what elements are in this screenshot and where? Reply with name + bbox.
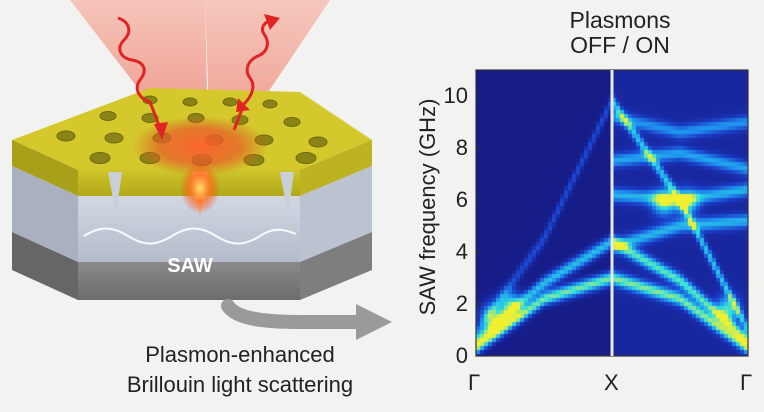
- y-tick-label: 2: [455, 291, 468, 316]
- outgoing-wavy-arrow-icon: [232, 14, 280, 131]
- x-tick-label: Γ: [468, 370, 481, 395]
- laser-spot: [132, 116, 268, 176]
- saw-wave-line: [83, 227, 297, 245]
- saw-label: SAW: [167, 255, 213, 277]
- heatmap-canvas: [476, 70, 748, 356]
- y-tick-label: 10: [443, 83, 468, 108]
- plasmonic-hotspot: [180, 162, 220, 214]
- caption: Plasmon-enhanced Brillouin light scatter…: [110, 340, 370, 400]
- substrate-right: [300, 166, 372, 262]
- caption-line-1: Plasmon-enhanced: [145, 342, 335, 367]
- plasmons-title-line-2: OFF / ON: [570, 32, 670, 58]
- y-tick-label: 4: [455, 239, 468, 264]
- incoming-wavy-arrow-icon: [117, 16, 168, 140]
- y-tick-label: 8: [455, 135, 468, 160]
- caption-line-2: Brillouin light scattering: [126, 372, 354, 397]
- plasmons-title-line-1: Plasmons: [569, 7, 671, 33]
- x-tick-label: Γ: [740, 370, 753, 395]
- plasmons-title: Plasmons OFF / ON: [520, 8, 720, 58]
- y-tick-label: 6: [455, 187, 468, 212]
- base-front: [78, 262, 300, 300]
- gold-film-front-right: [300, 140, 372, 196]
- substrate-left: [12, 166, 78, 262]
- gold-film-front-left: [12, 140, 78, 196]
- y-tick-label: 0: [455, 343, 468, 368]
- base-right: [300, 232, 372, 300]
- base-left: [12, 232, 78, 300]
- dispersion-heatmap: [476, 70, 748, 356]
- x-tick-label: X: [604, 370, 619, 395]
- process-arrow-icon: [221, 299, 392, 340]
